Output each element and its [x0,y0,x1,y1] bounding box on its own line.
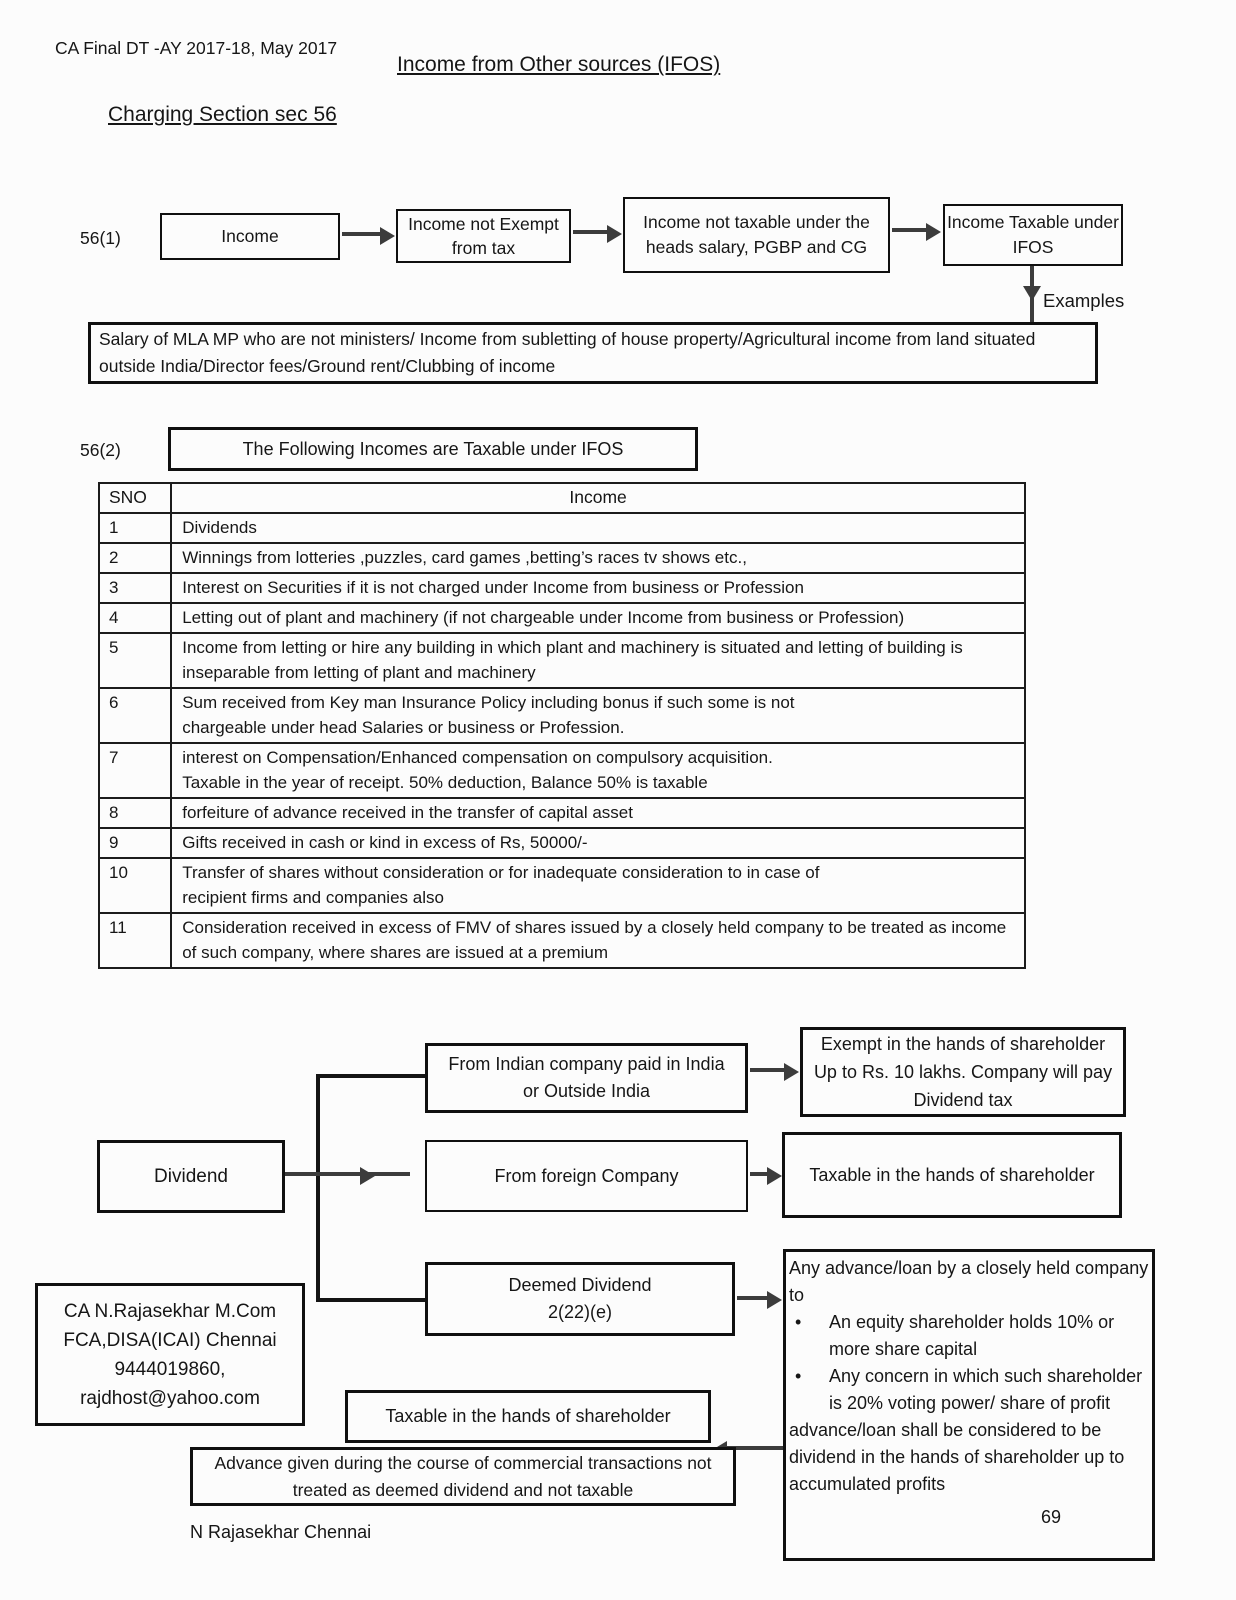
examples-label: Examples [1043,290,1125,311]
result-indian-box: Exempt in the hands of shareholder Up to… [800,1027,1126,1117]
flow1-box-taxable-ifos: Income Taxable under IFOS [943,204,1123,266]
deemed-outro: advance/loan shall be considered to be d… [789,1420,1125,1494]
row-sno: 10 [97,857,173,914]
deemed-arrow-line [737,1296,769,1300]
flow1-line-2 [573,230,609,234]
arrow-right-icon [767,1167,782,1185]
table-header-row: SNO Income [97,482,1026,514]
row-sno: 7 [97,742,173,799]
row-income: Transfer of shares without consideration… [170,857,1026,914]
row-income: Sum received from Key man Insurance Poli… [170,687,1026,744]
deemed-bullet-2: Any concern in which such shareholder is… [789,1363,1150,1417]
row-income: Dividends [170,512,1026,544]
deemed-line2: 2(22)(e) [547,1302,613,1322]
row-income: Letting out of plant and machinery (if n… [170,602,1026,634]
taxable-shareholder-box: Taxable in the hands of shareholder [345,1390,711,1443]
page-title: Income from Other sources (IFOS) [397,53,721,76]
flow1-box-not-exempt: Income not Exempt from tax [396,209,571,263]
branch-vertical-line [316,1074,320,1302]
row-income: Income from letting or hire any building… [170,632,1026,689]
branch-foreign-box: From foreign Company [425,1140,748,1212]
footer-signature: N Rajasekhar Chennai [190,1522,372,1542]
deemed-line1: Deemed Dividend [508,1275,652,1295]
header-left: CA Final DT -AY 2017-18, May 2017 [55,38,338,58]
arrow-right-icon [380,227,395,245]
row-sno: 11 [97,912,173,969]
row-income: interest on Compensation/Enhanced compen… [170,742,1026,799]
table-header-income: Income [170,482,1026,514]
dividend-root-box: Dividend [97,1140,285,1213]
arrow-right-icon [926,223,941,241]
branch-indian-box: From Indian company paid in India or Out… [425,1043,748,1113]
row-sno: 9 [97,827,173,859]
row-sno: 3 [97,572,173,604]
arrow-right-icon [360,1167,375,1185]
arrow-right-icon [767,1291,782,1309]
deemed-intro: Any advance/loan by a closely held compa… [789,1258,1149,1305]
contact-box: CA N.Rajasekhar M.Com FCA,DISA(ICAI) Che… [35,1283,305,1426]
foreign-arrow-line [750,1172,770,1176]
contact-email: rajdhost@yahoo.com [80,1387,260,1409]
contact-name: CA N.Rajasekhar M.Com [63,1300,277,1322]
indian-arrow-line [750,1068,786,1072]
arrow-right-icon [607,225,622,243]
flow1-line-1 [342,232,382,236]
row-sno: 4 [97,602,173,634]
row-income: Winnings from lotteries ,puzzles, card g… [170,542,1026,574]
table-header-sno: SNO [97,482,173,514]
row-sno: 6 [97,687,173,744]
row-sno: 1 [97,512,173,544]
branch-bottom-line [316,1298,426,1302]
row-income: Interest on Securities if it is not char… [170,572,1026,604]
row-income: Consideration received in excess of FMV … [170,912,1026,969]
branch-deemed-box: Deemed Dividend 2(22)(e) [425,1262,735,1336]
flow1-box-not-taxable-heads: Income not taxable under the heads salar… [623,197,890,273]
row-sno: 2 [97,542,173,574]
row-income: Gifts received in cash or kind in excess… [170,827,1026,859]
section-subtitle: Charging Section sec 56 [108,103,337,126]
taxable-arrow-line [726,1446,783,1450]
result-foreign-box: Taxable in the hands of shareholder [782,1132,1122,1218]
arrow-right-icon [784,1063,799,1081]
contact-qualification: FCA,DISA(ICAI) Chennai [63,1329,277,1351]
advance-note-box: Advance given during the course of comme… [190,1447,736,1506]
label-56-2: 56(2) [80,440,121,460]
arrow-down-icon [1023,286,1041,301]
row-sno: 5 [97,632,173,689]
flow1-line-3 [892,228,928,232]
deemed-detail-box: Any advance/loan by a closely held compa… [783,1249,1155,1561]
flow1-box-income: Income [160,213,340,260]
row-income: forfeiture of advance received in the tr… [170,797,1026,829]
branch-top-line [316,1074,426,1078]
table-title-box: The Following Incomes are Taxable under … [168,427,698,471]
deemed-bullet-1: An equity shareholder holds 10% or more … [789,1309,1150,1363]
contact-phone: 9444019860, [114,1358,226,1380]
label-56-1: 56(1) [80,228,121,248]
examples-box: Salary of MLA MP who are not ministers/ … [88,322,1098,384]
row-sno: 8 [97,797,173,829]
branch-middle-line [285,1172,410,1176]
page-number: 69 [1041,1507,1062,1527]
